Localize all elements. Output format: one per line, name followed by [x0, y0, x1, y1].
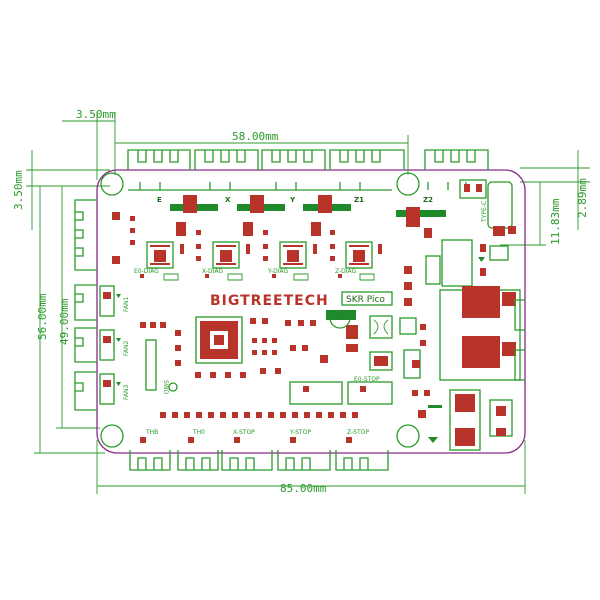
diag-label-y: Y-DIAG	[267, 268, 289, 275]
dim-left-height-outer: 56.00mm	[36, 293, 49, 340]
dimension-lines: 3.50mm 58.00mm 3.50mm 56.00mm 49.00mm 2.…	[12, 108, 590, 495]
fan-label-1: FAN1	[123, 297, 130, 312]
usb-type-label: TYPE-C	[481, 201, 488, 223]
bottom-label-z-stop: Z-STOP	[347, 429, 369, 436]
driver-sections	[112, 195, 446, 281]
bottom-label-thb: THB	[145, 429, 158, 436]
dim-bottom-width: 85.00mm	[280, 482, 327, 495]
right-power-section	[412, 179, 525, 451]
e0-stop-label: E0-STOP	[354, 376, 380, 383]
driver-label-y: Y	[289, 196, 296, 204]
left-connectors	[74, 199, 121, 411]
bottom-connectors	[129, 412, 389, 471]
dim-top-width: 58.00mm	[232, 130, 279, 143]
dim-top-offset: 3.50mm	[76, 108, 116, 121]
dim-right-top: 2.89mm	[576, 178, 589, 218]
driver-label-e: E	[157, 196, 162, 204]
dim-left-height-inner: 49.00mm	[58, 298, 71, 345]
fan-label-2: FAN2	[123, 341, 130, 356]
fan-label-3: FAN3	[123, 385, 130, 400]
mcu-area	[140, 266, 430, 396]
diag-label-x: X-DIAG	[202, 268, 223, 275]
driver-label-z1: Z1	[354, 196, 364, 204]
driver-label-x: X	[225, 196, 231, 204]
driver-label-z2: Z2	[423, 196, 433, 204]
mounting-holes	[100, 172, 420, 448]
bottom-label-y-stop: Y-STOP	[289, 429, 311, 436]
dim-right-usb: 11.83mm	[549, 198, 562, 245]
board-model: SKR Pico	[346, 295, 385, 305]
brand-logo: BIGTREETECH	[210, 293, 329, 309]
top-motor-connectors	[127, 149, 489, 191]
diag-label-e0: E0-DIAG	[134, 268, 159, 275]
dim-left-offset: 3.50mm	[12, 170, 25, 210]
bottom-label-th0: TH0	[192, 429, 205, 436]
diag-label-z: Z-DIAG	[335, 268, 357, 275]
bottom-label-x-stop: X-STOP	[233, 429, 255, 436]
board-outline	[96, 169, 526, 454]
swd-label: SWD	[162, 380, 169, 395]
